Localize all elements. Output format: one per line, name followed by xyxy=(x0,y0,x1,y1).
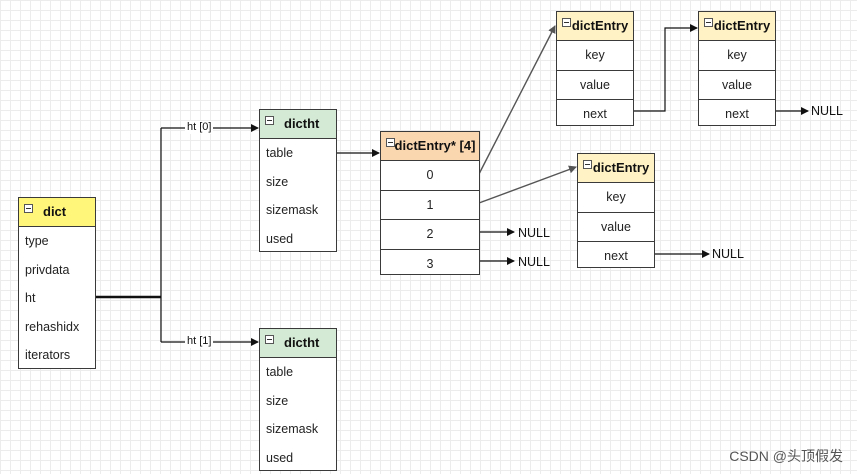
dictentry-table-title: dictEntry* [4] xyxy=(394,138,476,153)
dictentry-a: dictEntry key value next xyxy=(556,11,634,126)
dictht-1-field-sizemask: sizemask xyxy=(266,422,319,436)
table-slot-3: 3 xyxy=(381,248,479,279)
null-label-slot3: NULL xyxy=(518,255,550,269)
dictentry-b-header: dictEntry xyxy=(699,12,775,41)
dictentry-a-header: dictEntry xyxy=(557,12,633,41)
dictht-1-field-size: size xyxy=(266,393,289,408)
dictentry-table: dictEntry* [4] 0 1 2 3 xyxy=(380,131,480,275)
null-label-entry-c: NULL xyxy=(712,247,744,261)
watermark: CSDN @头顶假发 xyxy=(729,448,843,464)
null-label-slot2: NULL xyxy=(518,226,550,240)
collapse-icon xyxy=(562,18,571,27)
null-label-entry-b: NULL xyxy=(811,104,843,118)
table-slot-1: 1 xyxy=(381,189,479,220)
dict-title: dict xyxy=(43,204,67,219)
dictentry-b-field-key: key xyxy=(727,48,747,62)
dictentry-c: dictEntry key value next xyxy=(577,153,655,268)
ht1-edge-label: ht [1] xyxy=(185,335,214,348)
collapse-icon xyxy=(583,160,592,169)
collapse-icon xyxy=(265,116,274,125)
collapse-icon xyxy=(265,335,274,344)
dict-header: dict xyxy=(19,198,95,227)
dictht-1-title: dictht xyxy=(284,335,320,350)
slot1-arrow xyxy=(478,165,577,204)
slot0-arrow xyxy=(478,25,556,175)
dict-field-ht: ht xyxy=(25,291,36,305)
dictentry-c-header: dictEntry xyxy=(578,154,654,183)
ht0-edge-label: ht [0] xyxy=(185,121,214,134)
collapse-icon xyxy=(704,18,713,27)
dictht-0-header: dictht xyxy=(260,110,336,139)
dict-field-iterators: iterators xyxy=(25,348,71,362)
dictht-0-field-size: size xyxy=(266,174,289,189)
entry-a-next-arrow xyxy=(632,24,698,112)
dictht-0-field-sizemask: sizemask xyxy=(266,203,319,217)
dictht-1: dictht table size sizemask used xyxy=(259,328,337,471)
dictht-0: dictht table size sizemask used xyxy=(259,109,337,252)
dict-field-rehashidx: rehashidx xyxy=(25,319,80,334)
dictentry-c-field-value: value xyxy=(578,211,654,242)
dictentry-b-field-next: next xyxy=(699,99,775,129)
dictht-0-field-used: used xyxy=(266,231,294,246)
table-slot-0: 0 xyxy=(426,168,434,182)
dictht-1-field-used: used xyxy=(266,450,294,465)
collapse-icon xyxy=(24,204,33,213)
dictht-0-field-table: table xyxy=(266,146,294,160)
dict-field-privdata: privdata xyxy=(25,262,70,277)
dictentry-c-field-next: next xyxy=(578,241,654,271)
dictentry-c-field-key: key xyxy=(606,190,626,204)
dictentry-a-field-next: next xyxy=(557,99,633,129)
dictentry-b: dictEntry key value next xyxy=(698,11,776,126)
dictentry-a-field-key: key xyxy=(585,48,605,62)
dictentry-b-title: dictEntry xyxy=(713,18,771,33)
dictentry-c-title: dictEntry xyxy=(592,160,650,175)
dictht-1-field-table: table xyxy=(266,365,294,379)
collapse-icon xyxy=(386,138,395,147)
dict-struct: dict type privdata ht rehashidx iterator… xyxy=(18,197,96,369)
dictentry-a-title: dictEntry xyxy=(571,18,629,33)
dictentry-a-field-value: value xyxy=(557,69,633,100)
table-slot-2: 2 xyxy=(381,219,479,249)
dictentry-table-header: dictEntry* [4] xyxy=(381,132,479,161)
dictht-1-header: dictht xyxy=(260,329,336,358)
dictentry-b-field-value: value xyxy=(699,69,775,100)
dictht-0-title: dictht xyxy=(284,116,320,131)
dict-field-type: type xyxy=(25,234,49,248)
